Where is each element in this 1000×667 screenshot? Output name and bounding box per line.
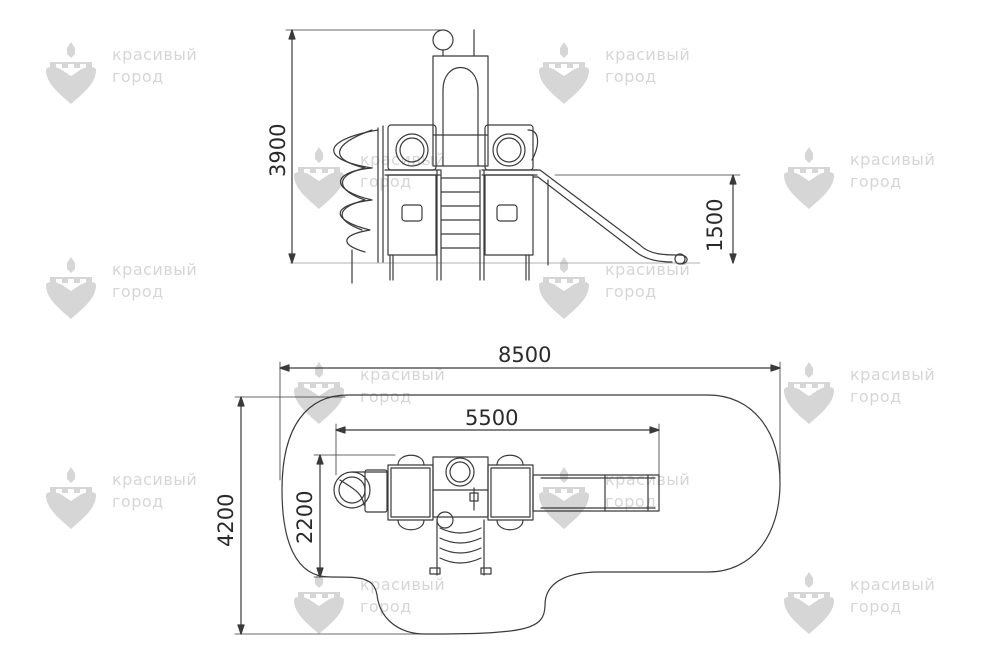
- spiral-climber-plan: [333, 469, 389, 513]
- castle-heart-logo-icon: [784, 572, 834, 634]
- castle-heart-logo-icon: [539, 42, 589, 104]
- plan-view: [234, 361, 781, 635]
- dimension-line-total-length: [279, 361, 781, 481]
- watermark-text-line2: город: [360, 172, 412, 191]
- side-elevation-view: [285, 29, 741, 284]
- dimension-line-structure-width: [313, 454, 396, 578]
- dimension-line-total-width: [234, 396, 426, 635]
- slide-plan: [532, 474, 660, 512]
- module-right-plan: [487, 454, 534, 531]
- watermark-text-line1: красивый: [112, 45, 198, 64]
- castle-heart-logo-icon: [294, 362, 344, 424]
- dimension-label-total-width: 4200: [214, 493, 238, 547]
- watermark-text-line2: город: [112, 67, 164, 86]
- watermark: красивый город: [780, 145, 960, 215]
- watermark-text-line2: город: [360, 597, 412, 616]
- watermark-text-line1: красивый: [850, 150, 936, 169]
- watermark: красивый город: [780, 360, 960, 430]
- dimension-line-slide-height: [554, 174, 741, 264]
- tower-right: [481, 124, 539, 281]
- watermark-text-line1: красивый: [605, 260, 691, 279]
- watermark: красивый город: [535, 40, 715, 110]
- watermark-text-line1: красивый: [112, 470, 198, 489]
- castle-heart-logo-icon: [784, 362, 834, 424]
- watermark-text-line2: город: [605, 492, 657, 511]
- watermark: красивый город: [290, 360, 470, 430]
- watermark: красивый город: [42, 40, 222, 110]
- dimension-label-side-height: 3900: [266, 123, 290, 177]
- ladder: [436, 169, 485, 281]
- watermark: красивый город: [42, 465, 222, 535]
- castle-heart-logo-icon: [539, 257, 589, 319]
- watermark: красивый город: [42, 255, 222, 325]
- ladder-plan: [429, 519, 492, 576]
- castle-heart-logo-icon: [294, 572, 344, 634]
- watermark-text-line1: красивый: [112, 260, 198, 279]
- dimension-label-structure-length: 5500: [465, 406, 519, 430]
- watermark-text-line1: красивый: [360, 575, 446, 594]
- slide-side: [532, 169, 688, 266]
- watermark-text-line2: город: [605, 282, 657, 301]
- watermark-text-line2: город: [112, 492, 164, 511]
- castle-heart-logo-icon: [46, 42, 96, 104]
- watermark-text-line2: город: [605, 67, 657, 86]
- dimension-label-slide-height: 1500: [703, 198, 727, 252]
- watermark-text-line2: город: [360, 387, 412, 406]
- watermark-text-line1: красивый: [605, 45, 691, 64]
- dimension-label-structure-width: 2200: [293, 490, 317, 544]
- watermark-text-line2: город: [850, 387, 902, 406]
- dimension-label-total-length: 8500: [498, 343, 552, 367]
- watermark-text-line2: город: [850, 172, 902, 191]
- castle-heart-logo-icon: [46, 467, 96, 529]
- watermark-text-line1: красивый: [850, 365, 936, 384]
- castle-heart-logo-icon: [294, 147, 344, 209]
- watermark-text-line2: город: [112, 282, 164, 301]
- dimension-line-structure-length: [335, 423, 660, 511]
- tower-center: [432, 29, 489, 167]
- spiral-climber: [333, 125, 384, 284]
- castle-heart-logo-icon: [784, 147, 834, 209]
- watermark: красивый город: [535, 255, 715, 325]
- safety-zone-outline: [281, 394, 781, 635]
- watermark-text-line1: красивый: [360, 365, 446, 384]
- tower-left: [384, 124, 441, 281]
- module-center-plan: [432, 456, 489, 529]
- watermark-text-line2: город: [850, 597, 902, 616]
- watermark: красивый город: [780, 570, 960, 640]
- castle-heart-logo-icon: [46, 257, 96, 319]
- module-left-plan: [387, 454, 434, 531]
- watermark: красивый город: [290, 570, 470, 640]
- watermark-text-line1: красивый: [850, 575, 936, 594]
- dimension-line-side-height: [285, 29, 446, 264]
